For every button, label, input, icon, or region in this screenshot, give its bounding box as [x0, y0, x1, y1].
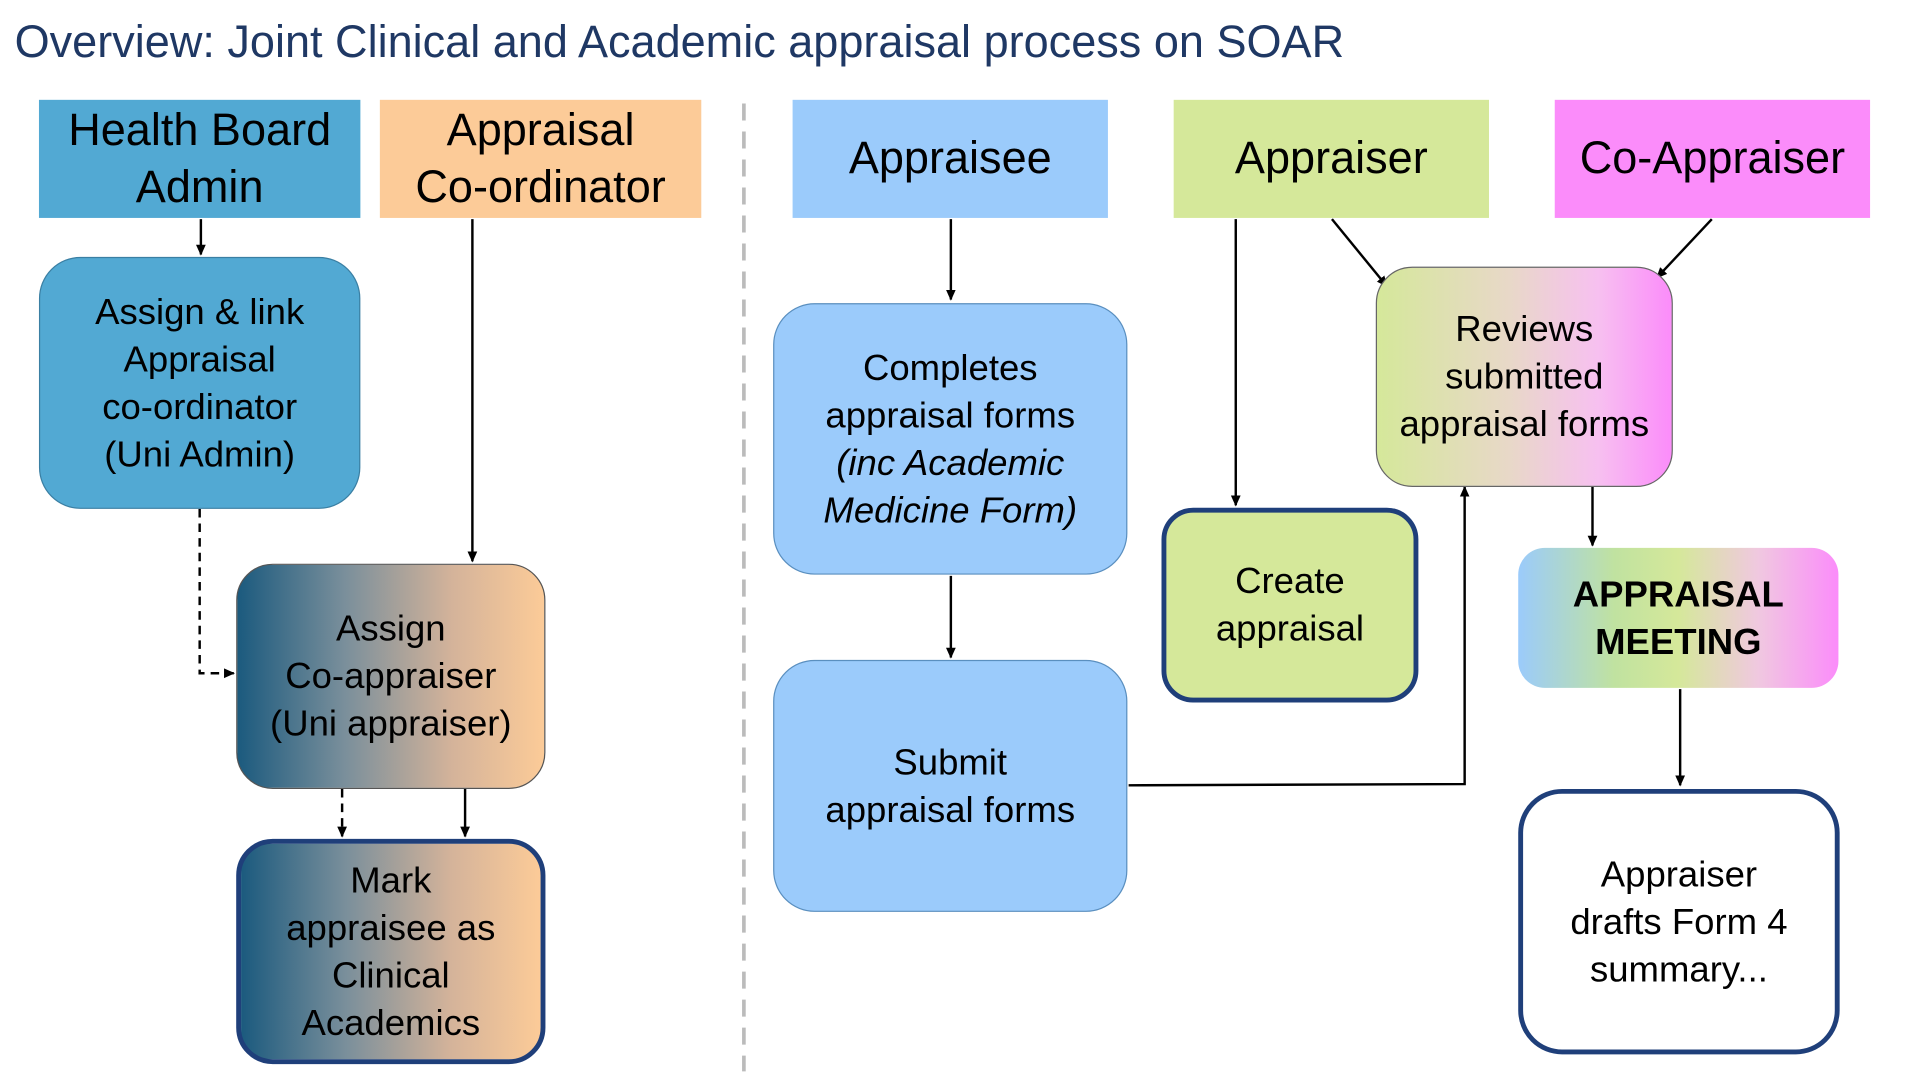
box-text-line: Clinical: [331, 955, 450, 996]
box-text-line: drafts Form 4: [1570, 901, 1788, 942]
box-assign-coappraiser: Assign Co-appraiser (Uni appraiser): [236, 563, 546, 789]
box-text-line: Submit: [893, 742, 1008, 783]
box-appraisal-meeting: APPRAISAL MEETING: [1518, 547, 1839, 688]
box-text-line: Co-appraiser: [285, 656, 497, 697]
box-assign-link-coordinator: Assign & link Appraisal co-ordinator (Un…: [38, 256, 361, 509]
box-text-line: appraisal: [1215, 608, 1365, 649]
box-mark-appraisee: Mark appraisee as Clinical Academics: [236, 838, 546, 1065]
box-text-line: Mark: [350, 860, 432, 901]
arrow-assign-link-to-coappraiser: [198, 508, 235, 679]
header-text: Appraiser: [1234, 133, 1428, 184]
box-create-appraisal: Create appraisal: [1161, 507, 1419, 703]
arrow-appraiser-to-reviews: [1331, 218, 1388, 288]
header-text-line: Admin: [135, 161, 264, 212]
box-text-line: Assign & link: [95, 291, 305, 332]
box-submit-forms: Submit appraisal forms: [773, 659, 1128, 912]
header-text: Appraisee: [848, 133, 1052, 184]
header-text-line: Co-ordinator: [415, 161, 666, 212]
header-text: Co-Appraiser: [1579, 133, 1846, 184]
box-text-line: (Uni appraiser): [270, 703, 512, 744]
box-text-line: MEETING: [1595, 621, 1762, 662]
header-appraiser: Appraiser: [1173, 99, 1490, 218]
box-text-line: appraisee as: [286, 907, 496, 948]
box-text-line: APPRAISAL: [1572, 574, 1784, 615]
box-text-line: (Uni Admin): [104, 434, 296, 475]
arrow-coappraiser-to-reviews: [1656, 218, 1713, 279]
header-text-line: Appraisal: [446, 105, 635, 155]
box-text-line: appraisal forms: [825, 395, 1076, 436]
header-appraisee: Appraisee: [792, 99, 1108, 218]
box-text-line: appraisal forms: [1399, 404, 1650, 445]
box-text-line: Appraisal: [123, 339, 276, 380]
page-title: Overview: Joint Clinical and Academic ap…: [14, 17, 1345, 67]
box-reviews-forms: Reviews submitted appraisal forms: [1375, 266, 1673, 487]
box-text-line: co-ordinator: [102, 386, 298, 427]
box-text-line: submitted: [1445, 356, 1604, 397]
box-drafts-form4: Appraiser drafts Form 4 summary...: [1518, 788, 1840, 1055]
box-text-line: Assign: [335, 608, 446, 649]
box-text-line: (inc Academic: [836, 442, 1065, 483]
header-text-line: Health Board: [68, 105, 332, 155]
box-text-line: Appraiser: [1600, 854, 1758, 895]
header-health-board-admin: Health Board Admin: [38, 99, 361, 218]
box-completes-forms: Completes appraisal forms (inc Academic …: [773, 303, 1128, 575]
box-text-line: Medicine Form): [823, 490, 1078, 531]
box-text-line: summary...: [1589, 949, 1768, 990]
header-co-appraiser: Co-Appraiser: [1554, 99, 1871, 218]
box-text-line: Reviews: [1455, 309, 1594, 350]
header-appraisal-coordinator: Appraisal Co-ordinator: [379, 99, 702, 218]
box-text-line: Completes: [862, 347, 1038, 388]
box-text-line: Create: [1235, 561, 1345, 602]
box-text-line: appraisal forms: [825, 789, 1076, 830]
box-text-line: Academics: [301, 1002, 481, 1043]
